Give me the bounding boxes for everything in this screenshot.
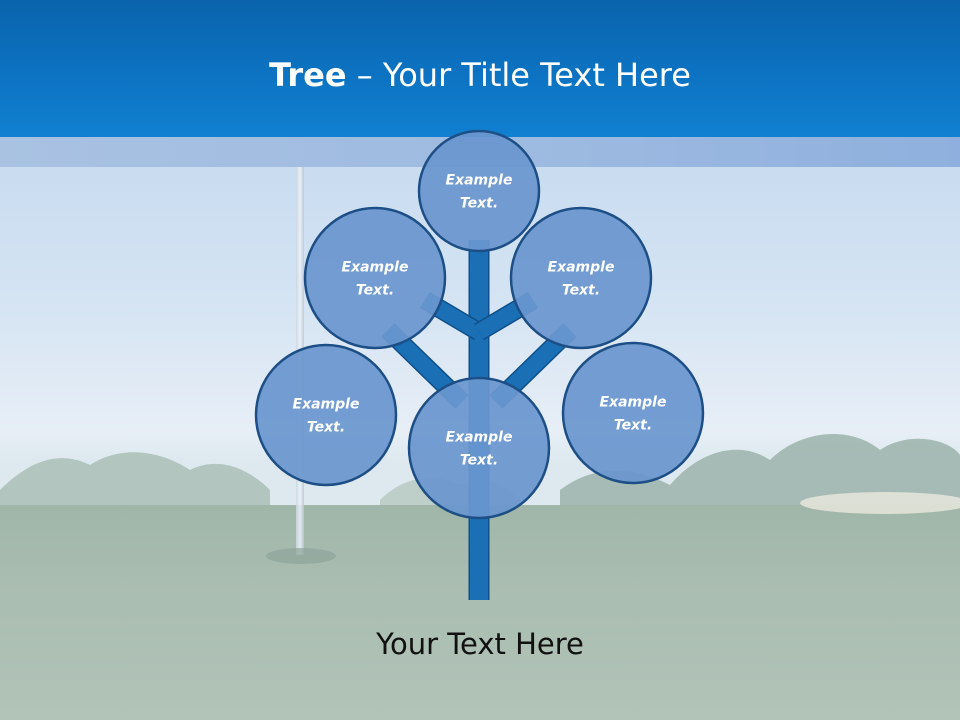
node-label: Text. [460, 453, 498, 469]
node-label: Example [446, 430, 513, 446]
node-label: Example [293, 397, 360, 413]
title-bold: Tree [269, 56, 347, 94]
title-rest: – Your Title Text Here [346, 56, 691, 94]
node-label: Example [600, 395, 667, 411]
flag-pole [296, 137, 304, 555]
node-label: Text. [562, 283, 600, 299]
node-circle [417, 129, 541, 253]
node-circle [254, 343, 398, 487]
node-label: Text. [614, 418, 652, 434]
node-label: Text. [460, 196, 498, 212]
tree-nodes: ExampleText.ExampleText.ExampleText.Exam… [254, 129, 705, 520]
node-circle [407, 376, 551, 520]
node-label: Text. [356, 283, 394, 299]
sand-bunker [800, 492, 960, 514]
footer-text: Your Text Here [376, 627, 584, 661]
node-circle [509, 206, 653, 350]
slide-title: Tree – Your Title Text Here [0, 52, 960, 98]
node-circle [303, 206, 447, 350]
title-bar: Tree – Your Title Text Here [0, 0, 960, 137]
node-label: Example [548, 260, 615, 276]
node-circle [561, 341, 705, 485]
golf-cup [266, 548, 336, 564]
node-label: Example [446, 173, 513, 189]
node-label: Example [342, 260, 409, 276]
node-label: Text. [307, 420, 345, 436]
